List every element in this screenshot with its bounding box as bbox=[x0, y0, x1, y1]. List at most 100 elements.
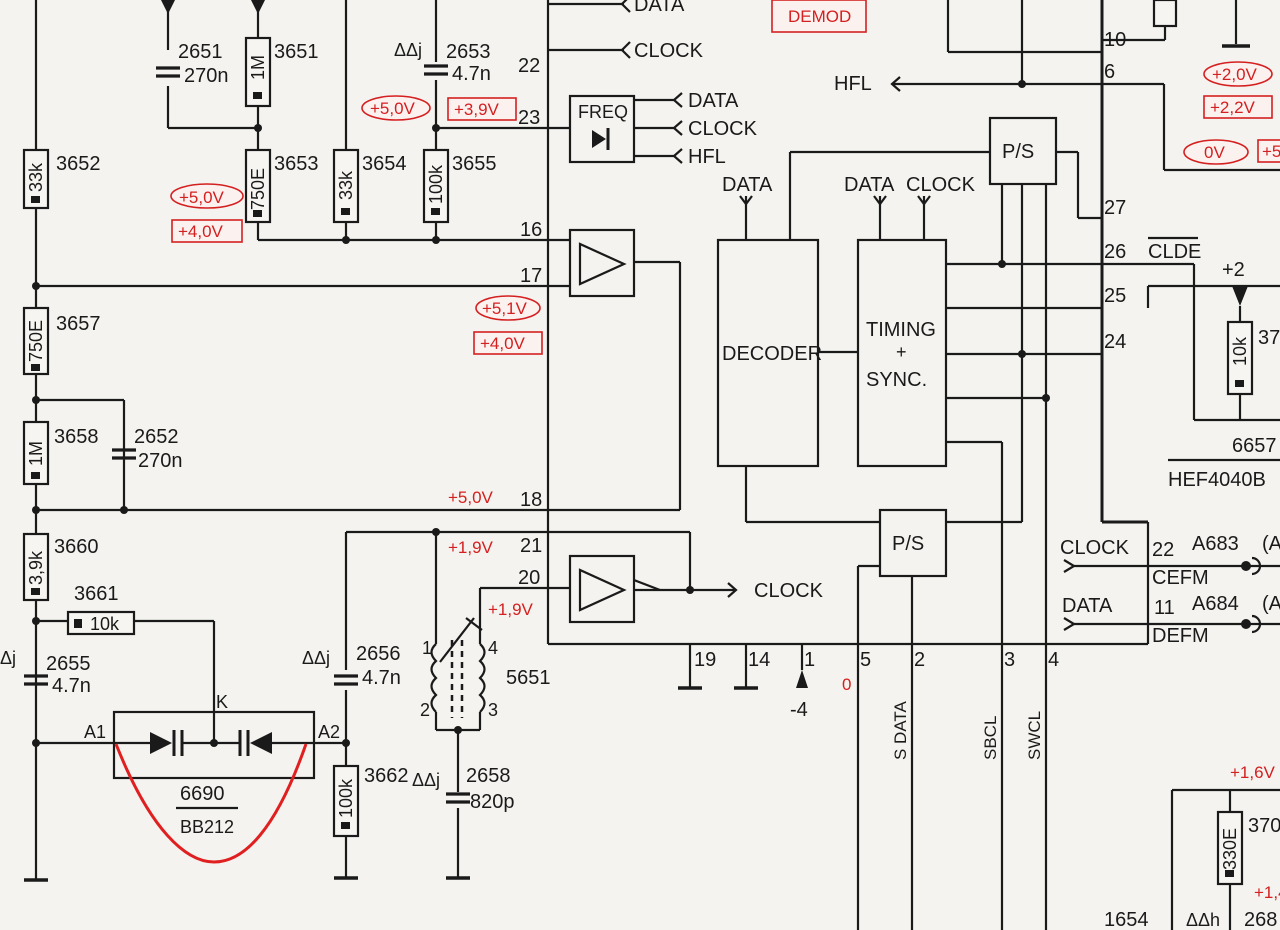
resistor-3652-ref: 3652 bbox=[56, 153, 101, 175]
capacitor-2653-ref: 2653 bbox=[446, 41, 491, 63]
coil-ref: 5651 bbox=[506, 667, 551, 689]
pin-23: 23 bbox=[518, 107, 540, 129]
top-data-label: DATA bbox=[634, 0, 685, 16]
capacitor-2652-value: 270n bbox=[138, 450, 183, 472]
right-middle-resistor: +2 10k 37 6657 HEF4040B bbox=[1168, 259, 1280, 491]
cefm-label: CEFM bbox=[1152, 567, 1209, 589]
resistor-3662-mark: ΔΔj bbox=[412, 770, 440, 790]
resistor-3654-value: 33k bbox=[336, 170, 356, 200]
clde-label: CLDE bbox=[1148, 241, 1201, 263]
pin-22-right: 22 bbox=[1152, 539, 1174, 561]
resistor-3652-value: 33k bbox=[26, 162, 46, 192]
coil-pin-4: 4 bbox=[488, 638, 498, 658]
decoder-data-label: DATA bbox=[722, 174, 773, 196]
capacitor-2655-ref: 2655 bbox=[46, 653, 91, 675]
freq-hfl-label: HFL bbox=[688, 146, 726, 168]
ic-6657-ref: 6657 bbox=[1232, 435, 1277, 457]
right-bottom-area: +1,6V 330E 370 +1,4 1654 ΔΔh 268 bbox=[1104, 763, 1280, 930]
pin-1: 1 bbox=[804, 649, 815, 671]
voltage-1v4: +1,4 bbox=[1254, 883, 1280, 902]
resistor-3654-ref: 3654 bbox=[362, 153, 407, 175]
voltage-5-partial: +5 bbox=[1262, 142, 1280, 161]
resistor-3658-value: 1M bbox=[26, 441, 46, 466]
capacitor-2653-value: 4.7n bbox=[452, 63, 491, 85]
pin-24: 24 bbox=[1104, 331, 1126, 353]
coil-pin-2: 2 bbox=[420, 700, 430, 720]
timing-plus: + bbox=[896, 342, 907, 362]
amp-clock-out-label: CLOCK bbox=[754, 580, 824, 602]
voltage-labels-column2: +5,0V +4,0V bbox=[170, 183, 244, 243]
pin-26: 26 bbox=[1104, 241, 1126, 263]
resistor-3660: 3,9k 3660 bbox=[22, 532, 99, 602]
freq-label: FREQ bbox=[578, 102, 628, 122]
resistor-3657-value: 750E bbox=[26, 320, 46, 362]
ps-block-upper: P/S bbox=[988, 116, 1102, 398]
timing-bus bbox=[946, 260, 1102, 644]
minus4-label: -4 bbox=[790, 699, 808, 721]
c1654-mark: ΔΔh bbox=[1186, 910, 1220, 930]
freq-clock-label: CLOCK bbox=[688, 118, 758, 140]
defm-label: DEFM bbox=[1152, 625, 1209, 647]
ps-block-lower: P/S bbox=[856, 508, 948, 930]
coil-pin-3: 3 bbox=[488, 700, 498, 720]
resistor-3651: 1M 3651 bbox=[244, 36, 319, 108]
capacitor-2656-value: 4.7n bbox=[362, 667, 401, 689]
resistor-3662-value: 100k bbox=[336, 778, 356, 818]
voltage-labels-ic-left: +5,1V +4,0V +5,0V +1,9V +1,9V bbox=[448, 295, 543, 619]
pin-18: 18 bbox=[520, 489, 542, 511]
resistor-3661-ref: 3661 bbox=[74, 583, 119, 605]
a684-label: A684 bbox=[1192, 593, 1239, 615]
capacitor-2652-ref: 2652 bbox=[134, 426, 179, 448]
pin-2: 2 bbox=[914, 649, 925, 671]
cefm-clock-label: CLOCK bbox=[1060, 537, 1130, 559]
hfl-label: HFL bbox=[834, 73, 872, 95]
red-zero-label: 0 bbox=[842, 675, 851, 694]
ic-right-pins: 10 HFL 6 27 26 CLDE 25 24 bbox=[834, 0, 1280, 422]
ic-bottom-pins: 19 14 1 -4 0 5 2 3 4 S DATA SBCL SWCL bbox=[678, 644, 1059, 930]
capacitor-2651-value: 270n bbox=[184, 65, 229, 87]
resistor-3658: 1M 3658 bbox=[22, 420, 99, 486]
voltage-1v9-b: +1,9V bbox=[488, 600, 534, 619]
resistor-3661-value: 10k bbox=[90, 614, 120, 634]
sbcl-label: SBCL bbox=[981, 716, 1000, 760]
coil-pin-1: 1 bbox=[422, 638, 432, 658]
right-lower-signals: CLOCK 22 CEFM A683 (A DATA 11 DEFM A684 … bbox=[1060, 533, 1280, 647]
pin-21: 21 bbox=[520, 535, 542, 557]
varicap-pin-k: K bbox=[216, 692, 228, 712]
resistor-3655-value: 100k bbox=[426, 164, 446, 204]
demod-label: DEMOD bbox=[788, 7, 851, 26]
resistor-3652: 33k 3652 bbox=[22, 148, 101, 210]
voltage-1v9-a: +1,9V bbox=[448, 538, 494, 557]
voltage-5v0-c: +5,0V bbox=[448, 488, 494, 507]
ps-lower-label: P/S bbox=[892, 533, 924, 555]
amplifier-upper bbox=[548, 228, 682, 510]
sync-label: SYNC. bbox=[866, 369, 927, 391]
pin-16: 16 bbox=[520, 219, 542, 241]
pin-27: 27 bbox=[1104, 197, 1126, 219]
pin-3: 3 bbox=[1004, 649, 1015, 671]
varicap-ref: 6690 bbox=[180, 783, 225, 805]
right-bottom-resistor-ref: 370 bbox=[1248, 815, 1280, 837]
varicap-pin-a2: A2 bbox=[318, 722, 340, 742]
resistor-3655: 100k 3655 bbox=[422, 148, 497, 224]
timing-data-label: DATA bbox=[844, 174, 895, 196]
resistor-3661: 10k 3661 bbox=[66, 583, 136, 636]
pin-14: 14 bbox=[748, 649, 770, 671]
freq-block: FREQ DATA CLOCK HFL bbox=[548, 90, 758, 168]
pin-11-right: 11 bbox=[1154, 597, 1175, 619]
resistor-3651-ref: 3651 bbox=[274, 41, 319, 63]
resistor-3662-ref: 3662 bbox=[364, 765, 409, 787]
resistor-3653-ref: 3653 bbox=[274, 153, 319, 175]
column3-wiring bbox=[344, 0, 548, 240]
voltage-3v9: +3,9V bbox=[454, 100, 500, 119]
resistor-3662: 100k 3662 ΔΔj bbox=[332, 764, 440, 838]
voltage-2v2: +2,2V bbox=[1210, 98, 1256, 117]
a683-label: A683 bbox=[1192, 533, 1239, 555]
pin-20: 20 bbox=[518, 567, 540, 589]
right-resistor-value: 10k bbox=[1230, 336, 1250, 366]
ps-upper-label: P/S bbox=[1002, 141, 1034, 163]
pin-25: 25 bbox=[1104, 285, 1126, 307]
resistor-3653: 750E 3653 bbox=[244, 148, 319, 224]
varicap-pin-a1: A1 bbox=[84, 722, 106, 742]
capacitor-2658: 2658 820p bbox=[446, 765, 515, 813]
